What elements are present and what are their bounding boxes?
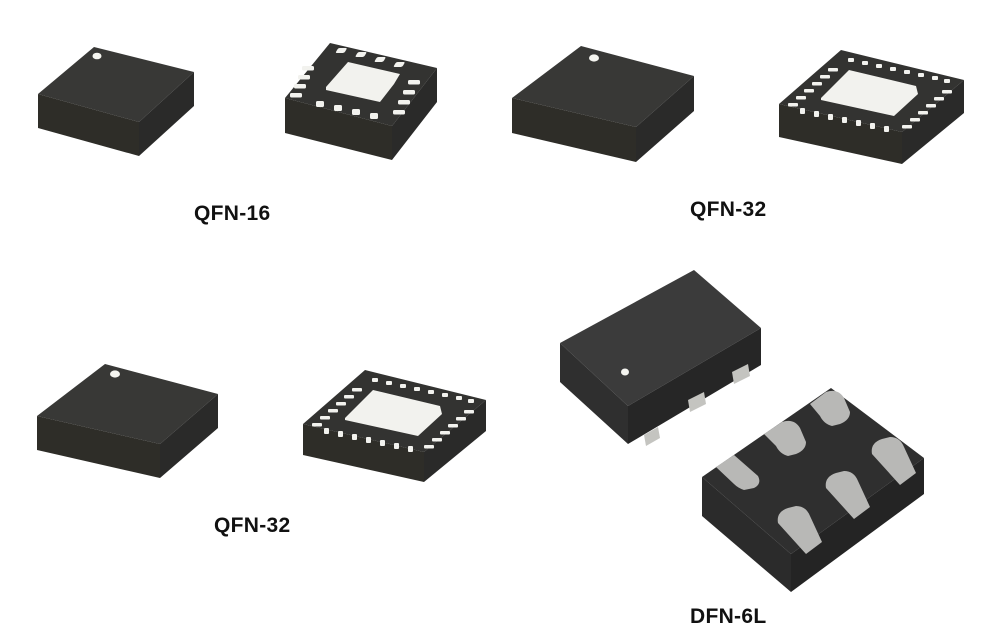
qfn32-pins <box>788 58 952 132</box>
package-label-qfn16: QFN-16 <box>194 202 271 225</box>
dfn6l-bottom-view <box>696 384 926 594</box>
thermal-pad <box>821 70 918 116</box>
qfn32-a-top-chip-graphic <box>512 46 694 162</box>
dfn6l-bottom-chip-graphic <box>702 388 924 592</box>
dfn6l-pads <box>716 390 916 554</box>
qfn32-a-bottom-chip-graphic <box>779 50 964 164</box>
pin1-marker-icon <box>589 54 599 62</box>
pin1-marker-icon <box>621 368 629 376</box>
qfn32-b-top-view <box>34 362 224 482</box>
qfn16-pins <box>290 48 420 119</box>
package-label-dfn6l: DFN-6L <box>690 605 767 628</box>
qfn16-top-chip-graphic <box>38 47 194 156</box>
qfn32-a-bottom-view <box>776 46 966 166</box>
thermal-pad <box>345 390 442 436</box>
qfn32-a-top-view <box>508 44 698 164</box>
qfn32-b-top-chip-graphic <box>37 364 218 478</box>
qfn16-bottom-chip-graphic <box>285 43 437 160</box>
package-label-qfn32-b: QFN-32 <box>214 514 291 537</box>
dfn6l-side-pins <box>644 364 750 446</box>
dfn6l-top-view <box>556 268 766 448</box>
pin1-marker-icon <box>92 52 102 60</box>
package-label-qfn32-a: QFN-32 <box>690 198 767 221</box>
thermal-pad <box>326 62 400 102</box>
qfn16-bottom-view <box>282 38 442 163</box>
pin1-marker-icon <box>110 370 120 378</box>
dfn6l-top-chip-graphic <box>560 270 761 446</box>
qfn32-pins <box>312 378 474 452</box>
qfn32-b-bottom-chip-graphic <box>303 370 486 482</box>
qfn32-b-bottom-view <box>300 366 490 486</box>
qfn16-top-view <box>36 44 196 159</box>
